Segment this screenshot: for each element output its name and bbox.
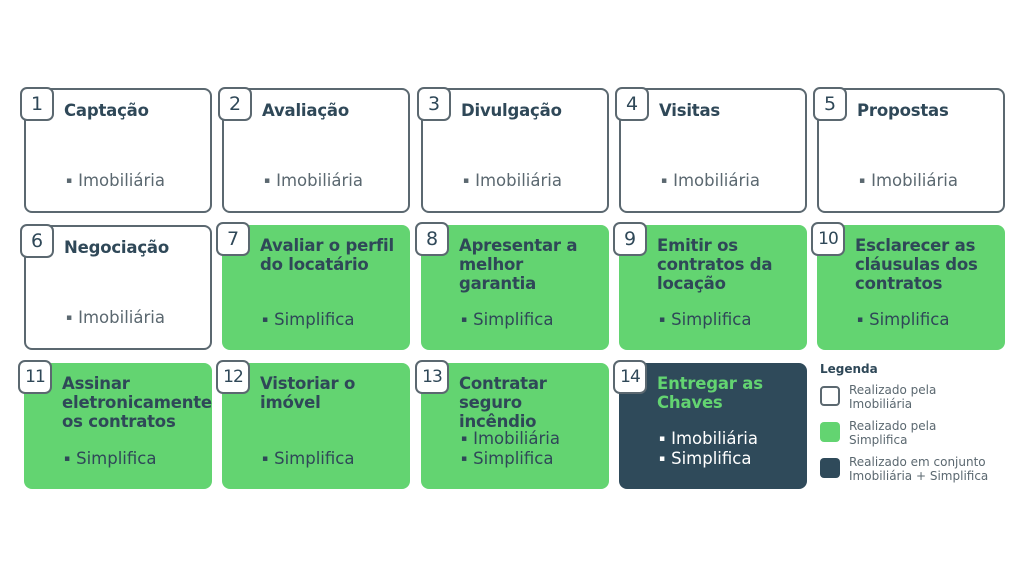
legend-entry-imobiliaria: Realizado pela Imobiliária [820,383,1020,411]
step-card-11: 11 Assinar eletronicamente os contratosSi… [18,360,212,489]
step-title: Negociação [64,238,169,257]
step-card-4: 4 VisitasImobiliária [615,87,807,213]
step-card-12: 12 Vistoriar o imóvelSimplifica [216,360,410,489]
responsible-item: Imobiliária [463,171,562,191]
step-responsibles: Simplifica [659,310,751,330]
step-title: Propostas [857,101,949,120]
responsible-item: Simplifica [262,449,354,469]
step-responsibles: Imobiliária [66,171,165,191]
legend-label: Realizado pela Simplifica [849,419,937,447]
responsible-item: Imobiliária [461,429,560,449]
step-number-badge: 2 [218,87,252,121]
step-card-2: 2 AvaliaçãoImobiliária [218,87,410,213]
step-number-badge: 1 [20,87,54,121]
responsible-item: Imobiliária [66,171,165,191]
legend: Legenda Realizado pela Imobiliária Reali… [820,362,1020,491]
step-title: Vistoriar o imóvel [260,374,356,412]
step-responsibles: Imobiliária [661,171,760,191]
step-responsibles: Simplifica [461,310,553,330]
legend-label: Realizado em conjunto Imobiliária + Simp… [849,455,989,483]
step-title: Avaliação [262,101,349,120]
step-card-5: 5 PropostasImobiliária [813,87,1005,213]
step-card-14: 14 Entregar as ChavesImobiliáriaSimplific… [613,360,807,489]
responsible-item: Imobiliária [659,429,758,449]
step-number-badge: 14 [613,360,647,394]
step-number-badge: 3 [417,87,451,121]
step-card-9: 9 Emitir os contratos da locaçãoSimplific… [613,222,807,350]
step-responsibles: Imobiliária [859,171,958,191]
responsible-item: Simplifica [461,310,553,330]
step-responsibles: Simplifica [262,310,354,330]
responsible-item: Simplifica [461,449,560,469]
step-card-6: 6 NegociaçãoImobiliária [20,224,212,350]
step-number-badge: 7 [216,222,250,256]
step-responsibles: ImobiliáriaSimplifica [461,429,560,469]
step-number-badge: 9 [613,222,647,256]
legend-entry-conjunto: Realizado em conjunto Imobiliária + Simp… [820,455,1020,483]
step-title: Divulgação [461,101,562,120]
step-card-7: 7 Avaliar o perfil do locatárioSimplifica [216,222,410,350]
step-title: Captação [64,101,149,120]
step-responsibles: Imobiliária [264,171,363,191]
step-number-badge: 11 [18,360,52,394]
step-card-1: 1 CaptaçãoImobiliária [20,87,212,213]
responsible-item: Imobiliária [859,171,958,191]
step-card-13: 13 Contratar seguro incêndioImobiliáriaSi… [415,360,609,489]
responsible-item: Simplifica [857,310,949,330]
step-responsibles: Simplifica [857,310,949,330]
step-number-badge: 6 [20,224,54,258]
responsible-item: Imobiliária [264,171,363,191]
legend-swatch-dark [820,458,840,478]
legend-swatch-white [820,386,840,406]
responsible-item: Simplifica [262,310,354,330]
responsible-item: Imobiliária [661,171,760,191]
step-card-10: 10 Esclarecer as cláusulas dos contratosS… [811,222,1005,350]
responsible-item: Imobiliária [66,308,165,328]
step-number-badge: 10 [811,222,845,256]
legend-swatch-green [820,422,840,442]
step-number-badge: 13 [415,360,449,394]
legend-label: Realizado pela Imobiliária [849,383,937,411]
responsible-item: Simplifica [659,310,751,330]
step-number-badge: 5 [813,87,847,121]
legend-title: Legenda [820,362,878,376]
step-title: Contratar seguro incêndio [459,374,547,431]
step-number-badge: 4 [615,87,649,121]
step-responsibles: Simplifica [262,449,354,469]
responsible-item: Simplifica [64,449,156,469]
step-number-badge: 12 [216,360,250,394]
step-responsibles: Imobiliária [66,308,165,328]
step-title: Esclarecer as cláusulas dos contratos [855,236,978,293]
step-number-badge: 8 [415,222,449,256]
step-card-8: 8 Apresentar a melhor garantiaSimplifica [415,222,609,350]
step-title: Assinar eletronicamente os contratos [62,374,212,431]
step-title: Entregar as Chaves [657,374,763,412]
step-title: Apresentar a melhor garantia [459,236,578,293]
step-card-3: 3 DivulgaçãoImobiliária [417,87,609,213]
step-title: Visitas [659,101,721,120]
step-responsibles: Imobiliária [463,171,562,191]
responsible-item: Simplifica [659,449,758,469]
step-responsibles: ImobiliáriaSimplifica [659,429,758,469]
legend-entry-simplifica: Realizado pela Simplifica [820,419,1020,447]
step-responsibles: Simplifica [64,449,156,469]
step-title: Emitir os contratos da locação [657,236,773,293]
step-title: Avaliar o perfil do locatário [260,236,394,274]
